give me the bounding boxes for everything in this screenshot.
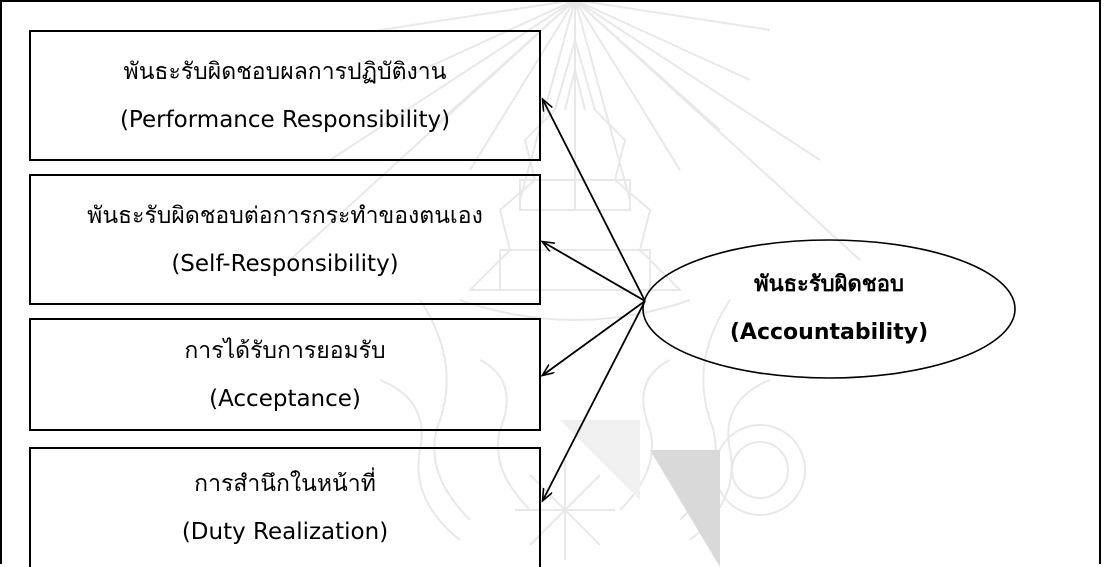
box-label-english: (Duty Realization) bbox=[181, 519, 389, 545]
light-triangle bbox=[560, 420, 640, 500]
sunburst-rays bbox=[289, 0, 861, 261]
arrow-to-duty bbox=[543, 300, 646, 500]
box-label-english: (Acceptance) bbox=[209, 385, 361, 412]
arrow-to-self bbox=[543, 242, 646, 302]
star-ornament bbox=[515, 460, 615, 560]
acceptance-box: การได้รับการยอมรับ (Acceptance) bbox=[29, 318, 541, 431]
box-label-thai: การได้รับการยอมรับ bbox=[184, 337, 386, 364]
central-label-english: (Accountability) bbox=[729, 320, 929, 345]
self-responsibility-box: พันธะรับผิดชอบต่อการกระทำของตนเอง (Self-… bbox=[29, 174, 541, 305]
grey-triangle bbox=[650, 450, 720, 567]
arrow-to-acceptance bbox=[543, 300, 646, 375]
box-label-thai: การสำนึกในหน้าที่ bbox=[194, 471, 376, 497]
central-label-thai: พันธะรับผิดชอบ bbox=[754, 272, 904, 297]
central-ellipse bbox=[642, 239, 1016, 379]
box-label-thai: พันธะรับผิดชอบผลการปฏิบัติงาน bbox=[123, 58, 447, 85]
box-label-english: (Self-Responsibility) bbox=[171, 250, 399, 277]
performance-responsibility-box: พันธะรับผิดชอบผลการปฏิบัติงาน (Performan… bbox=[29, 30, 541, 161]
box-label-english: (Performance Responsibility) bbox=[119, 106, 451, 133]
crown-shape bbox=[459, 36, 691, 321]
arrow-to-performance bbox=[543, 100, 646, 302]
box-label-thai: พันธะรับผิดชอบต่อการกระทำของตนเอง bbox=[87, 202, 483, 229]
accountability-label: พันธะรับผิดชอบ (Accountability) bbox=[643, 240, 1015, 378]
duty-realization-box: การสำนึกในหน้าที่ (Duty Realization) bbox=[29, 447, 541, 567]
